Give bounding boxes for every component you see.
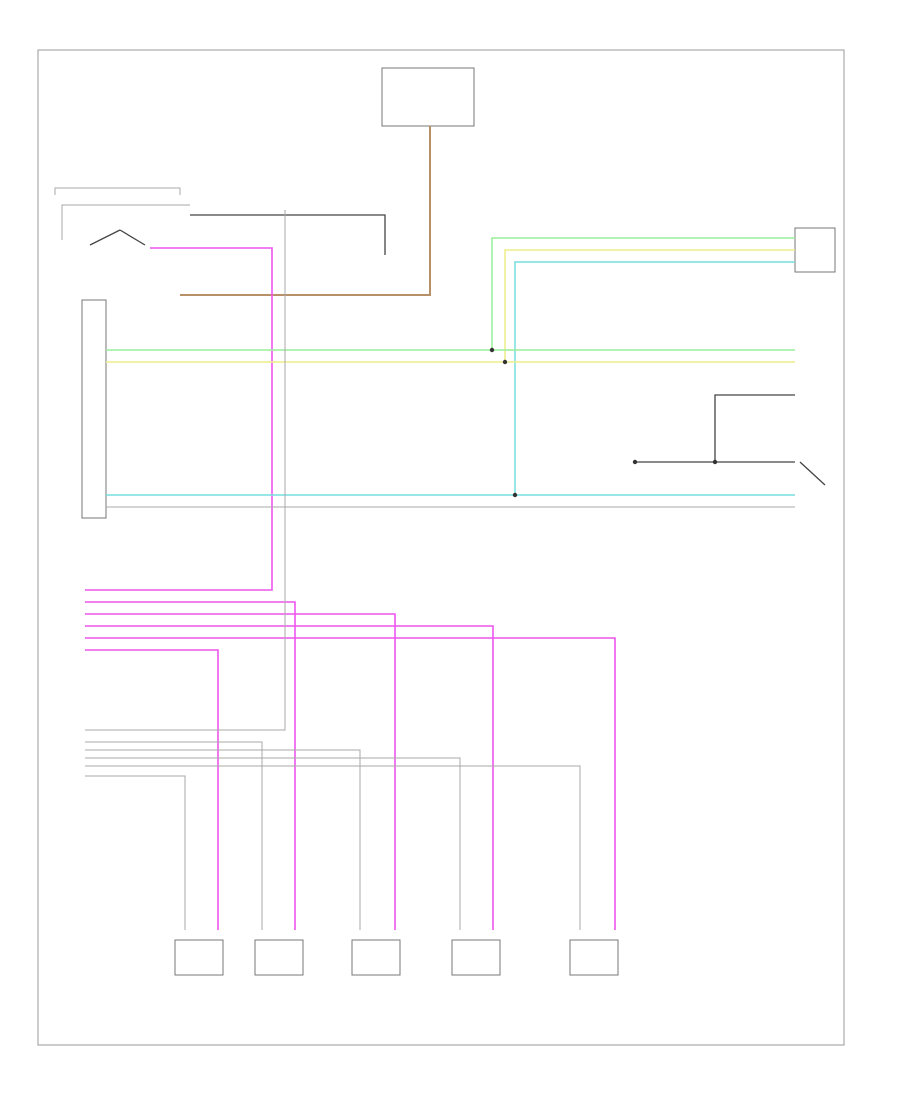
splice-door-a [632,459,638,465]
ground-wire [190,214,386,255]
diagram-frame [37,49,845,1046]
actuator-3 [351,939,401,976]
pink-wire-2 [85,613,396,930]
actuator-5 [569,939,619,976]
door-switch-contact [799,461,826,486]
control-switch [54,187,190,519]
door-switch [714,394,795,462]
gray-wire-5 [85,775,186,930]
pink-trunk-wire [85,247,273,591]
gray-wire-1 [85,741,263,930]
gray-wire-switch-drop [85,210,286,731]
pink-wire-5 [85,649,219,930]
gray-wire-3 [85,757,461,930]
gray-wire-4 [85,765,581,930]
pink-wire-3 [85,625,494,930]
top-module [381,67,475,127]
cyan-wire-top [514,261,795,495]
splice-yellow [502,359,508,365]
pink-wire-4 [85,637,616,930]
yellow-wire-top [504,249,795,362]
splice-cyan [512,492,518,498]
splice-green [489,347,495,353]
pink-wire-1 [85,601,296,930]
splice-door-b [712,459,718,465]
actuator-2 [254,939,304,976]
actuator-1 [174,939,224,976]
green-wire-top [491,237,795,350]
actuator-4 [451,939,501,976]
gray-wire-2 [85,749,361,930]
right-module [794,227,836,273]
brown-wire [180,126,431,296]
